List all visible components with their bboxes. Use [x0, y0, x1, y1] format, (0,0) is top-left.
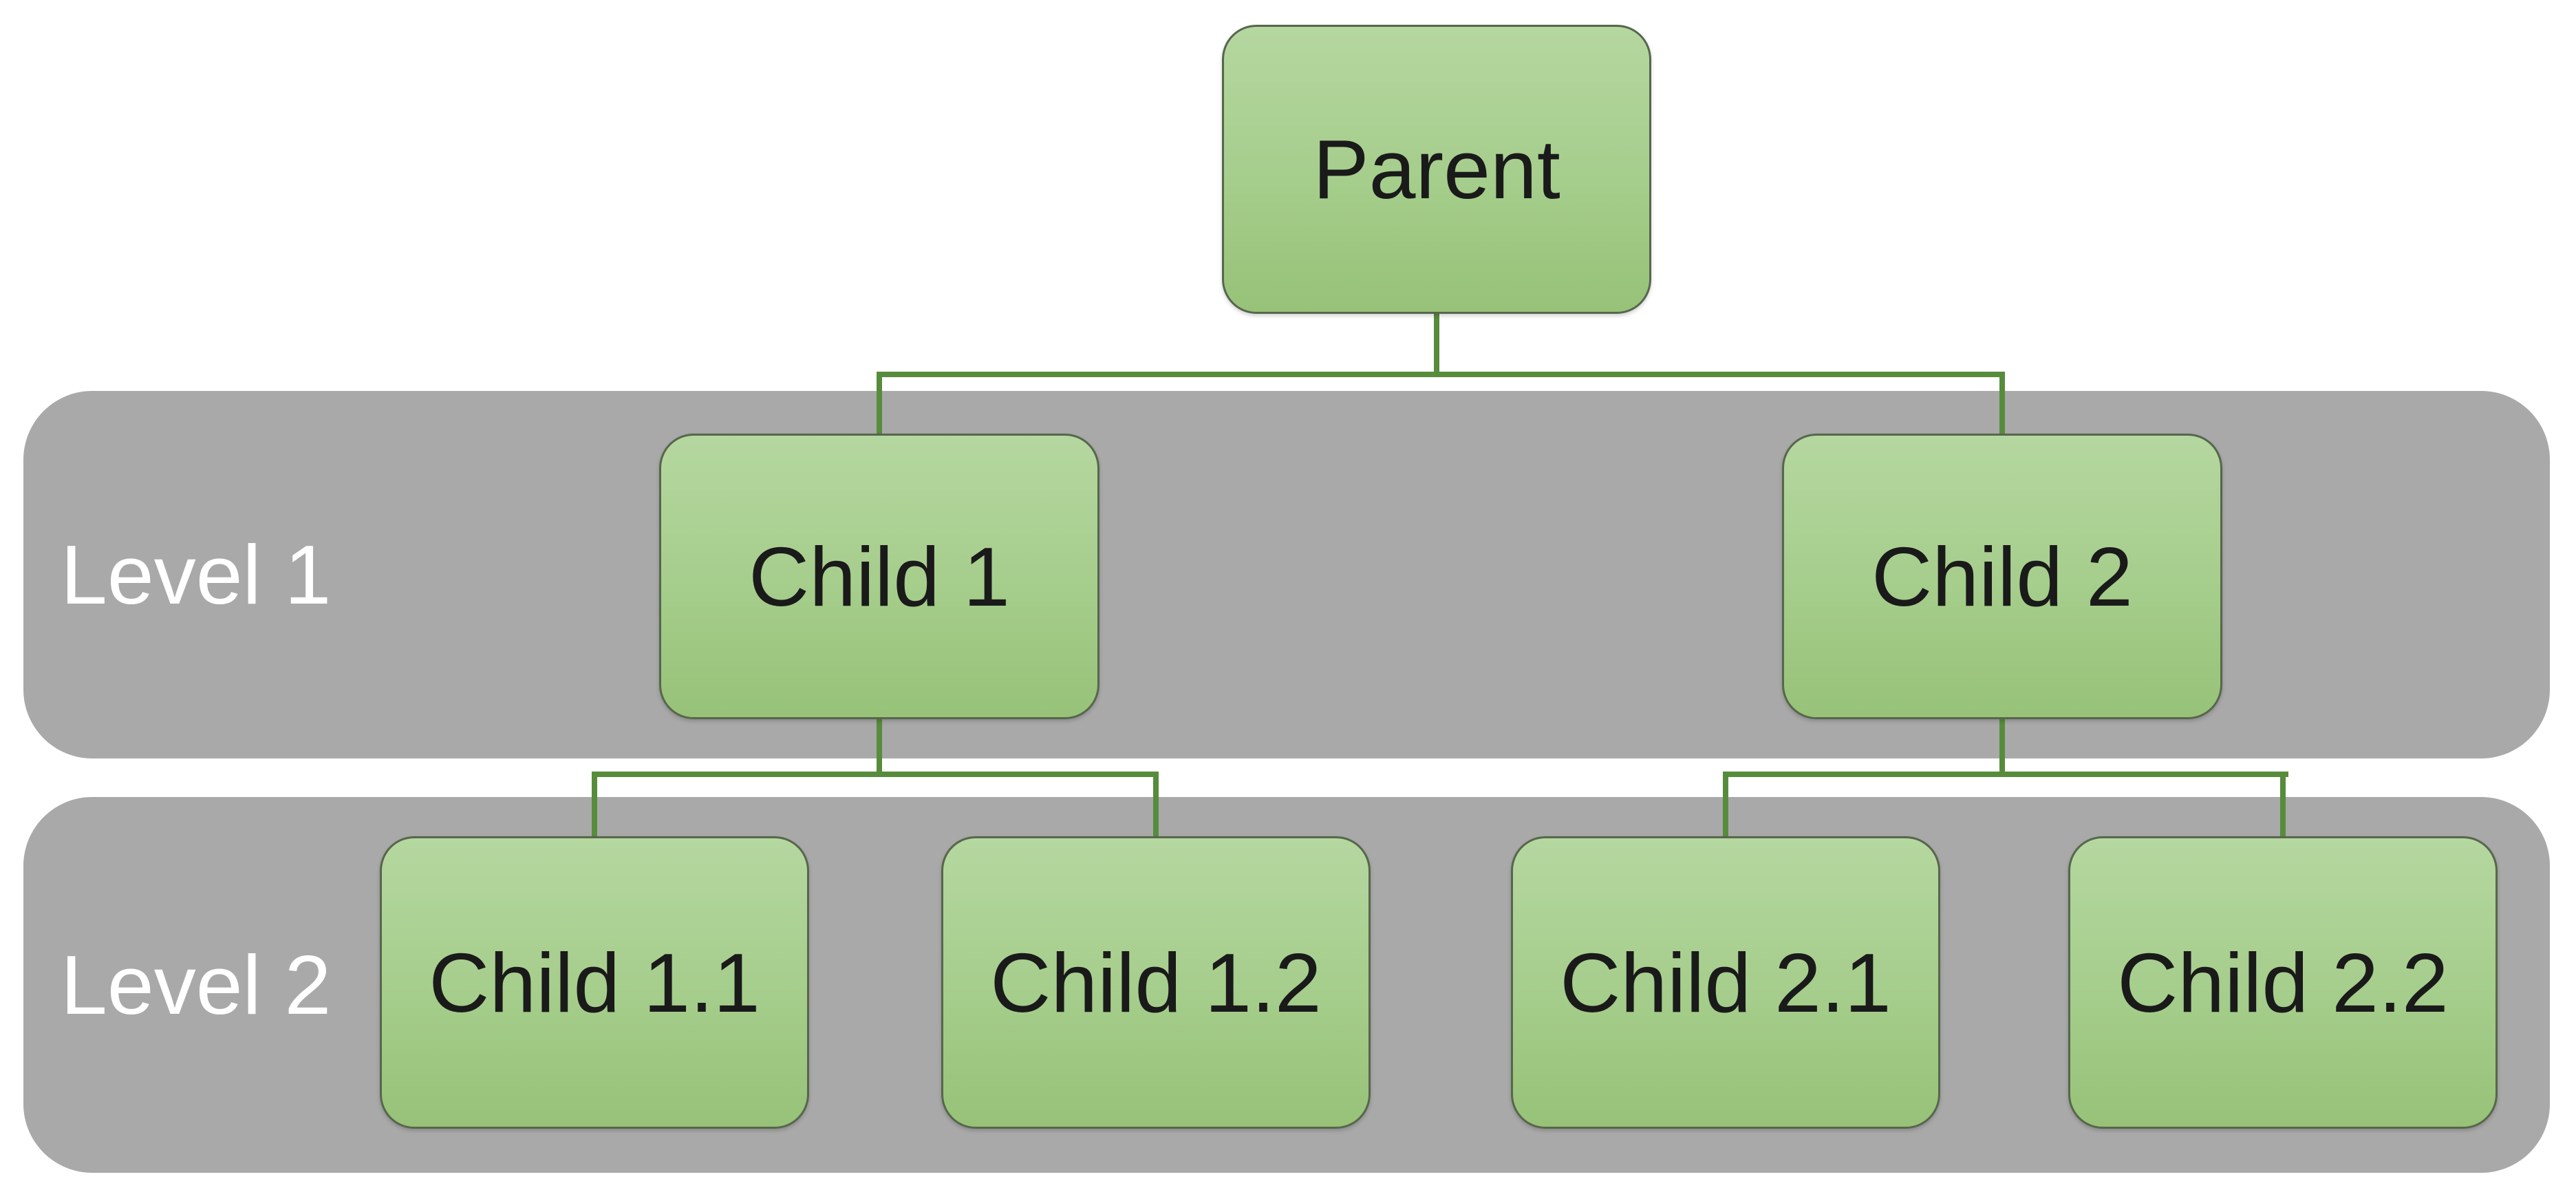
node-child-1-1: Child 1.1 [380, 836, 809, 1129]
node-child-2-1: Child 2.1 [1511, 836, 1940, 1129]
connector-parent-stem [1434, 314, 1439, 377]
node-child-1-2: Child 1.2 [941, 836, 1371, 1129]
connector-drop-child-1-1 [592, 772, 597, 838]
connector-drop-child-2 [1999, 372, 2005, 435]
connector-rail-child-1 [592, 772, 1159, 777]
connector-child-2-stem [1999, 719, 2005, 777]
connector-drop-child-2-1 [1723, 772, 1728, 838]
node-child-2: Child 2 [1782, 434, 2222, 719]
level-1-label: Level 1 [61, 528, 332, 621]
node-child-1: Child 1 [659, 434, 1099, 719]
connector-rail-child-2 [1723, 772, 2288, 777]
connector-drop-child-2-2 [2280, 772, 2286, 838]
connector-drop-child-1 [877, 372, 882, 435]
connector-rail-level-1 [877, 372, 2005, 377]
connector-child-1-stem [877, 719, 882, 777]
level-2-label: Level 2 [61, 938, 332, 1032]
node-child-2-2: Child 2.2 [2068, 836, 2498, 1129]
connector-drop-child-1-2 [1153, 772, 1159, 838]
node-parent: Parent [1222, 25, 1651, 314]
